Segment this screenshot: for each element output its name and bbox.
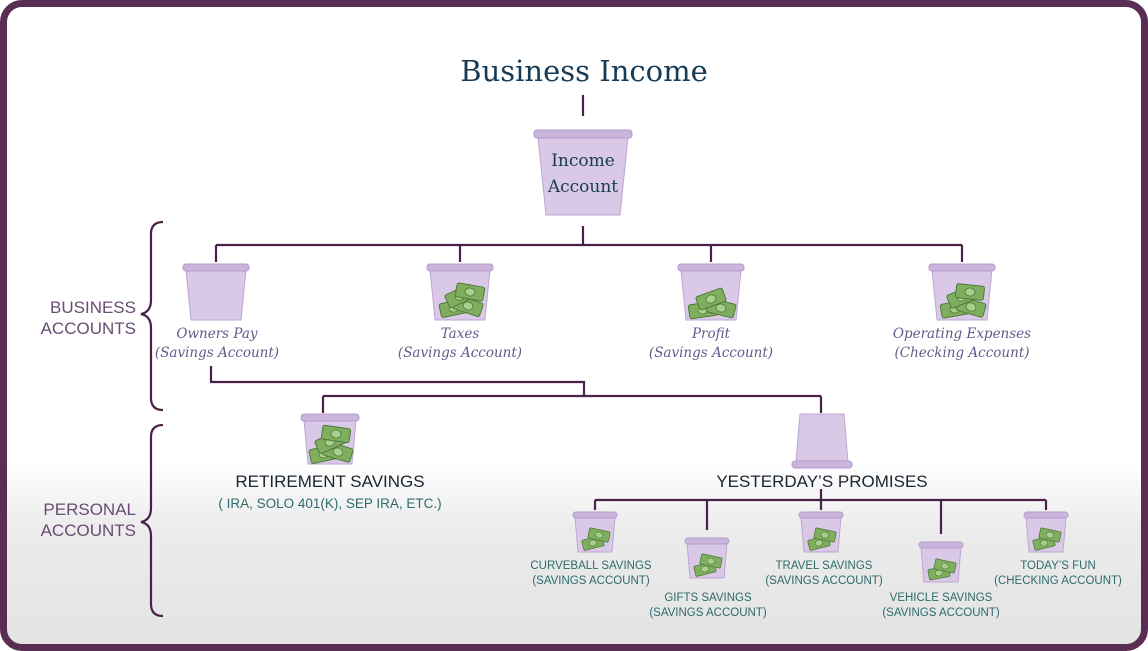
label-operating-expenses: Operating Expenses (Checking Account) (892, 326, 1032, 361)
label-vehicle: VEHICLE SAVINGS (SAVINGS ACCOUNT) (882, 592, 1000, 619)
bucket-taxes (426, 263, 494, 321)
retirement-title: RETIREMENT SAVINGS (235, 472, 425, 491)
retirement-subtitle: ( IRA, SOLO 401(K), SEP IRA, ETC.) (218, 496, 442, 511)
label-todays-fun: TODAY’S FUN (CHECKING ACCOUNT) (994, 560, 1122, 587)
bucket-owners-pay (182, 263, 250, 321)
income-account-bucket (533, 129, 633, 216)
side-label-business: BUSINESS ACCOUNTS (40, 298, 136, 338)
braces (140, 220, 164, 618)
label-taxes: Taxes (Savings Account) (397, 326, 523, 361)
bucket-yesterdays-promises (791, 413, 853, 469)
label-travel: TRAVEL SAVINGS (SAVINGS ACCOUNT) (765, 560, 883, 587)
bucket-gifts (684, 537, 730, 579)
page-title: Business Income (460, 54, 708, 88)
bucket-profit (677, 263, 745, 321)
label-owners-pay: Owners Pay (Savings Account) (154, 326, 280, 361)
bucket-vehicle (918, 541, 964, 583)
connector-lines (209, 95, 1048, 534)
label-profit: Profit (Savings Account) (648, 326, 774, 361)
bucket-operating-expenses (928, 263, 996, 321)
bucket-todays-fun (1023, 511, 1069, 553)
promises-title: YESTERDAY’S PROMISES (716, 472, 928, 491)
side-label-personal: PERSONAL ACCOUNTS (40, 500, 136, 540)
bucket-travel (798, 511, 844, 553)
label-gifts: GIFTS SAVINGS (SAVINGS ACCOUNT) (649, 592, 767, 619)
bucket-curveball (572, 511, 618, 553)
bucket-retirement (300, 413, 360, 465)
income-account-label: Income Account (547, 151, 619, 197)
label-curveball: CURVEBALL SAVINGS (SAVINGS ACCOUNT) (530, 560, 652, 587)
